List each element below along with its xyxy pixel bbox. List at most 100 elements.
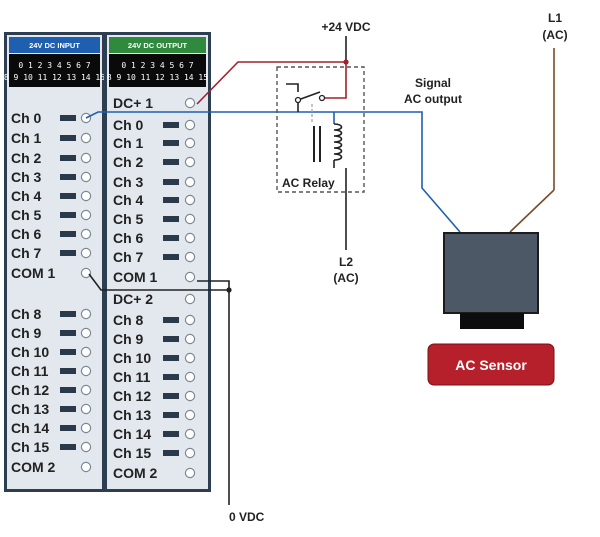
input-ch-1-terminal[interactable] <box>80 132 92 144</box>
output-com-1-label: COM 1 <box>113 269 158 285</box>
junction-24vdc <box>343 59 349 65</box>
input-ch-6-indicator <box>60 231 76 237</box>
input-ch-14-terminal[interactable] <box>80 422 92 434</box>
output-ch-6-label: Ch 6 <box>113 230 144 246</box>
input-ch-10-label: Ch 10 <box>11 344 49 360</box>
sensor-label: AC Sensor <box>455 357 527 373</box>
wire-0vdc <box>197 280 230 505</box>
output-led-row-2: 8 9 10 11 12 13 14 15 <box>107 73 208 82</box>
output-ch-4-terminal[interactable] <box>184 194 196 206</box>
output-com-1-terminal[interactable] <box>184 271 196 283</box>
input-ch-14-label: Ch 14 <box>11 420 49 436</box>
output-ch-6-indicator <box>163 235 179 241</box>
output-ch-8-terminal[interactable] <box>184 314 196 326</box>
output-ch-2-label: Ch 2 <box>113 154 144 170</box>
input-ch-2-indicator <box>60 155 76 161</box>
input-ch-2-terminal[interactable] <box>80 152 92 164</box>
input-ch-10-terminal[interactable] <box>80 346 92 358</box>
junction-0vdc <box>226 287 232 293</box>
input-ch-0-indicator <box>60 115 76 121</box>
output-ch-11-indicator <box>163 374 179 380</box>
ac-relay: AC Relay <box>276 66 365 193</box>
output-ch-11-label: Ch 11 <box>113 369 151 385</box>
output-ch-2-terminal[interactable] <box>184 156 196 168</box>
input-ch-11-label: Ch 11 <box>11 363 49 379</box>
output-ch-9-terminal[interactable] <box>184 333 196 345</box>
input-com-2-terminal[interactable] <box>80 461 92 473</box>
output-ch-10-terminal[interactable] <box>184 352 196 364</box>
input-com-1-terminal[interactable] <box>80 267 92 279</box>
input-ch-13-indicator <box>60 406 76 412</box>
relay-contact-terminal <box>318 94 326 102</box>
output-ch-12-label: Ch 12 <box>113 388 151 404</box>
output-com-2-terminal[interactable] <box>184 467 196 479</box>
input-ch-4-terminal[interactable] <box>80 190 92 202</box>
output-ch-6-terminal[interactable] <box>184 232 196 244</box>
output-led-panel <box>109 54 206 87</box>
input-ch-6-terminal[interactable] <box>80 228 92 240</box>
input-module: 24V DC INPUT 0 1 2 3 4 5 6 7 8 9 10 11 1… <box>4 32 105 492</box>
output-ch-1-label: Ch 1 <box>113 135 144 151</box>
output-led-row-1: 0 1 2 3 4 5 6 7 <box>121 61 193 70</box>
output-ch-1-indicator <box>163 140 179 146</box>
output-ch-0-terminal[interactable] <box>184 119 196 131</box>
output-ch-15-indicator <box>163 450 179 456</box>
input-ch-9-terminal[interactable] <box>80 327 92 339</box>
output-dc-plus-1-label: DC+ 1 <box>113 95 153 111</box>
input-ch-8-terminal[interactable] <box>80 308 92 320</box>
label-l2: L2 <box>339 255 353 269</box>
output-ch-2-indicator <box>163 159 179 165</box>
output-ch-14-terminal[interactable] <box>184 428 196 440</box>
relay-label: AC Relay <box>282 176 335 190</box>
input-ch-11-indicator <box>60 368 76 374</box>
output-ch-5-indicator <box>163 216 179 222</box>
output-ch-13-terminal[interactable] <box>184 409 196 421</box>
input-ch-7-terminal[interactable] <box>80 247 92 259</box>
output-ch-8-indicator <box>163 317 179 323</box>
input-ch-7-indicator <box>60 250 76 256</box>
input-ch-10-indicator <box>60 349 76 355</box>
output-module: 24V DC OUTPUT 0 1 2 3 4 5 6 7 8 9 10 11 … <box>104 32 211 492</box>
output-ch-3-terminal[interactable] <box>184 176 196 188</box>
output-ch-11-terminal[interactable] <box>184 371 196 383</box>
output-dc-plus-2-terminal[interactable] <box>184 293 196 305</box>
output-dc-plus-1-terminal[interactable] <box>184 97 196 109</box>
relay-contact-pivot <box>294 96 302 104</box>
input-ch-5-label: Ch 5 <box>11 207 42 223</box>
output-ch-13-label: Ch 13 <box>113 407 151 423</box>
output-ch-14-indicator <box>163 431 179 437</box>
input-ch-11-terminal[interactable] <box>80 365 92 377</box>
output-ch-7-label: Ch 7 <box>113 249 144 265</box>
input-ch-12-indicator <box>60 387 76 393</box>
input-ch-4-indicator <box>60 193 76 199</box>
input-ch-12-terminal[interactable] <box>80 384 92 396</box>
output-ch-5-label: Ch 5 <box>113 211 144 227</box>
input-ch-5-terminal[interactable] <box>80 209 92 221</box>
relay-coil-icon <box>333 123 343 161</box>
output-ch-0-indicator <box>163 122 179 128</box>
input-ch-3-terminal[interactable] <box>80 171 92 183</box>
output-ch-12-terminal[interactable] <box>184 390 196 402</box>
wire-signal <box>85 111 461 233</box>
input-ch-14-indicator <box>60 425 76 431</box>
relay-contact-arm <box>297 91 321 101</box>
input-ch-13-terminal[interactable] <box>80 403 92 415</box>
output-ch-1-terminal[interactable] <box>184 137 196 149</box>
input-ch-15-indicator <box>60 444 76 450</box>
ac-sensor: AC Sensor <box>427 232 555 386</box>
sensor-head <box>460 313 524 329</box>
input-ch-1-indicator <box>60 135 76 141</box>
output-ch-8-label: Ch 8 <box>113 312 144 328</box>
relay-box <box>276 66 365 193</box>
label-l1: L1 <box>548 11 562 25</box>
output-com-2-label: COM 2 <box>113 465 158 481</box>
input-ch-8-indicator <box>60 311 76 317</box>
output-ch-15-terminal[interactable] <box>184 447 196 459</box>
relay-contact-fixed <box>286 83 299 92</box>
input-ch-15-label: Ch 15 <box>11 439 49 455</box>
output-ch-7-terminal[interactable] <box>184 251 196 263</box>
sensor-label-box <box>427 343 555 386</box>
input-ch-15-terminal[interactable] <box>80 441 92 453</box>
output-ch-5-terminal[interactable] <box>184 213 196 225</box>
output-ch-9-indicator <box>163 336 179 342</box>
